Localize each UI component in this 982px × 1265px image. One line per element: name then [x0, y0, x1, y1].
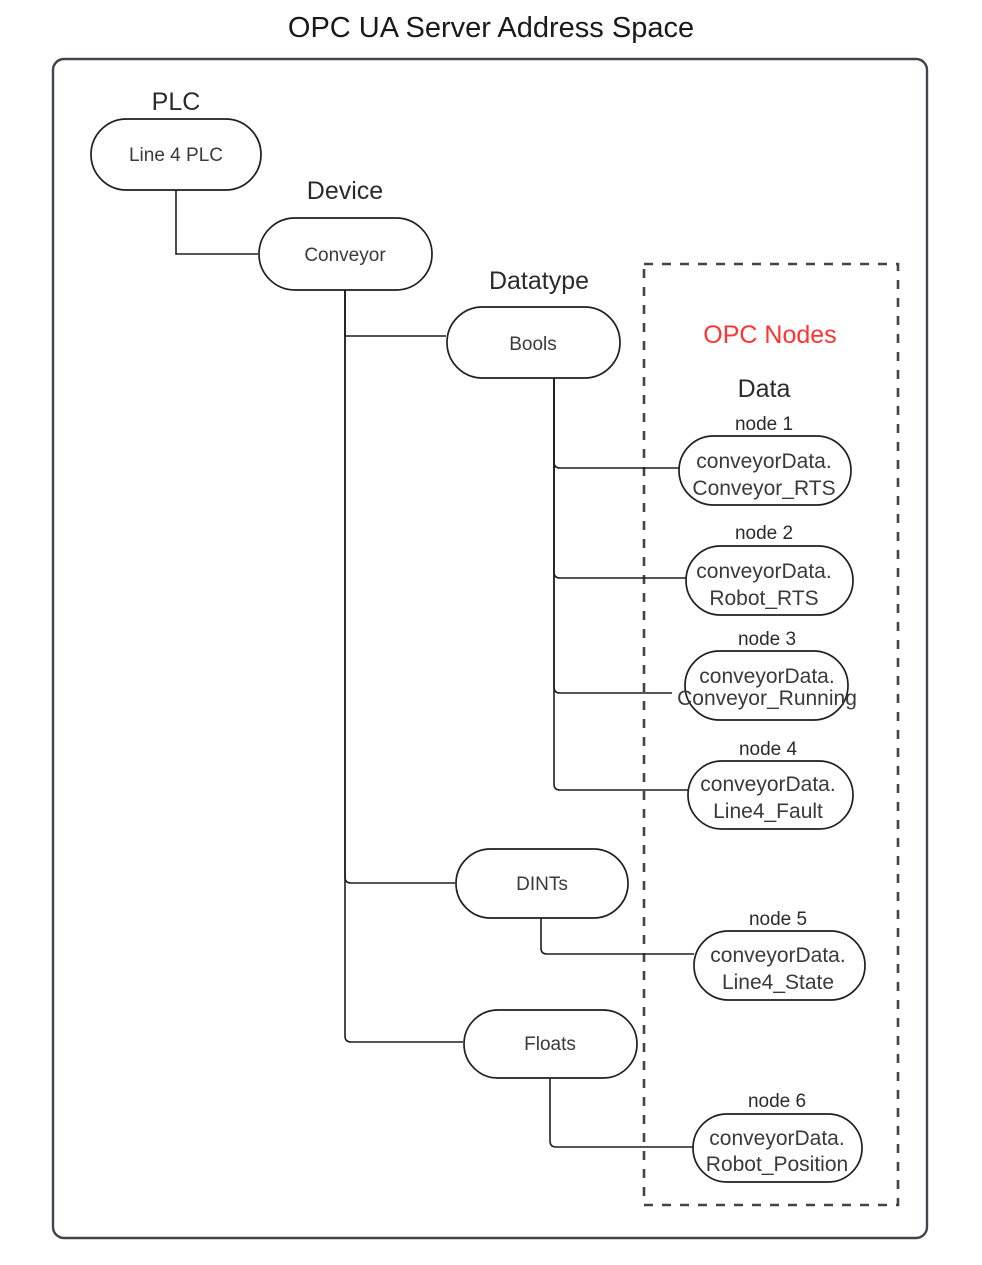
- opc-nodes-heading: OPC Nodes: [703, 321, 836, 349]
- page-title: OPC UA Server Address Space: [288, 12, 694, 44]
- opc-node-1-line1: conveyorData.: [696, 450, 831, 473]
- opc-node-2-line1: conveyorData.: [696, 560, 831, 583]
- opc-node-6[interactable]: node 6 conveyorData. Robot_Position: [692, 1091, 863, 1183]
- connector-bools-to-node4: [553, 378, 688, 791]
- opc-node-2-line2: Robot_RTS: [709, 587, 818, 610]
- opc-node-5-line2: Line4_State: [722, 971, 834, 994]
- connector-conveyor-to-floats: [344, 290, 463, 1043]
- opc-node-4-caption: node 4: [739, 739, 798, 760]
- opc-node-3[interactable]: node 3 conveyorData. Conveyor_Running: [677, 629, 857, 721]
- datatype-bools-shape[interactable]: [446, 306, 621, 379]
- datatype-node-floats[interactable]: Floats: [463, 1009, 638, 1079]
- opc-node-4-line2: Line4_Fault: [713, 800, 823, 823]
- plc-node-shape[interactable]: [90, 118, 262, 191]
- opc-node-1-shape[interactable]: [678, 435, 852, 506]
- opc-node-3-shape[interactable]: [684, 650, 849, 721]
- opc-node-6-caption: node 6: [748, 1091, 806, 1112]
- datatype-node-bools[interactable]: Bools: [446, 306, 621, 379]
- datatype-node-dints[interactable]: DINTs: [455, 848, 629, 919]
- opc-data-subheading: Data: [738, 375, 791, 403]
- datatype-floats-label: Floats: [524, 1034, 576, 1055]
- opc-node-3-line1: conveyorData.: [699, 665, 834, 688]
- plc-node-label: Line 4 PLC: [129, 145, 223, 166]
- connector-floats-to-node6: [549, 1078, 694, 1148]
- datatype-floats-shape[interactable]: [463, 1009, 638, 1079]
- connector-plc-to-conveyor: [175, 190, 258, 255]
- opc-node-5-shape[interactable]: [693, 930, 866, 1001]
- datatype-bools-label: Bools: [509, 334, 557, 355]
- opc-node-5[interactable]: node 5 conveyorData. Line4_State: [693, 909, 866, 1001]
- opc-node-1[interactable]: node 1 conveyorData. Conveyor_RTS: [678, 414, 852, 506]
- opc-node-3-caption: node 3: [738, 629, 796, 650]
- opc-node-4[interactable]: node 4 conveyorData. Line4_Fault: [687, 739, 854, 830]
- group-label-device: Device: [307, 177, 383, 205]
- opc-nodes-dashed-frame: [642, 262, 900, 1207]
- opc-node-2-shape[interactable]: [685, 545, 854, 616]
- opc-node-1-caption: node 1: [735, 414, 793, 435]
- opc-node-5-caption: node 5: [749, 909, 807, 930]
- opc-node-2[interactable]: node 2 conveyorData. Robot_RTS: [685, 523, 854, 616]
- opc-node-5-line1: conveyorData.: [710, 944, 845, 967]
- opc-node-6-line2: Robot_Position: [706, 1153, 848, 1176]
- plc-node[interactable]: Line 4 PLC: [90, 118, 262, 191]
- device-node-shape[interactable]: [258, 217, 433, 291]
- group-label-datatype: Datatype: [489, 267, 589, 295]
- opc-node-1-line2: Conveyor_RTS: [692, 477, 835, 500]
- opc-node-3-line2: Conveyor_Running: [677, 687, 857, 710]
- datatype-dints-label: DINTs: [516, 874, 568, 895]
- device-node[interactable]: Conveyor: [258, 217, 433, 291]
- connector-dints-to-node5: [540, 918, 694, 955]
- datatype-dints-shape[interactable]: [455, 848, 629, 919]
- opc-node-6-shape[interactable]: [692, 1113, 863, 1183]
- group-label-plc: PLC: [152, 88, 201, 116]
- device-node-label: Conveyor: [304, 245, 386, 266]
- opc-node-6-line1: conveyorData.: [709, 1127, 844, 1150]
- opc-node-2-caption: node 2: [735, 523, 793, 544]
- opc-node-4-line1: conveyorData.: [700, 773, 835, 796]
- opc-node-4-shape[interactable]: [687, 760, 854, 830]
